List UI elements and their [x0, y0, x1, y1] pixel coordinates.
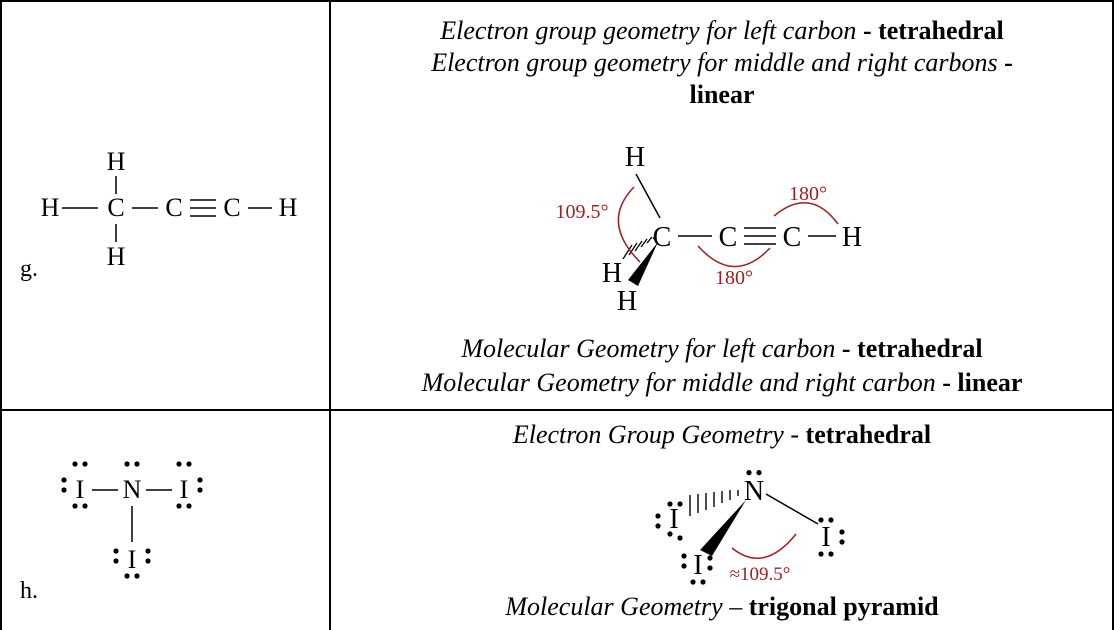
lewis-g-h-right: H: [279, 193, 298, 222]
model-g-angle-tetra: 109.5°: [556, 201, 609, 223]
model-h-bond-right: [765, 493, 819, 525]
model-g-angle-top: 180°: [789, 183, 827, 205]
row-h-caption-2: Molecular Geometry – trigonal pyramid: [505, 592, 939, 621]
lewis-g-c2: C: [165, 193, 182, 222]
model-g-h-dash: H: [602, 258, 622, 289]
model-h-wedge-bond: [700, 500, 746, 556]
table-border-top: [0, 0, 1114, 2]
table-column-divider: [329, 0, 331, 630]
row-h-label: h.: [20, 578, 38, 604]
model-g-angle-bottom: 180°: [715, 267, 753, 289]
row-h-3d-model: N I I I ≈109.5°: [655, 470, 845, 585]
table-row-divider: [0, 409, 1114, 411]
model-g-c-mid: C: [719, 222, 738, 253]
lewis-h-lone-pairs: [61, 461, 203, 579]
model-h-hashed-bond: [689, 490, 739, 516]
model-g-arc-top: [773, 202, 839, 225]
lewis-g-h-left: H: [41, 193, 60, 222]
row-g-label: g.: [20, 256, 38, 282]
table-border-left: [0, 0, 2, 630]
row-g-caption-2: Electron group geometry for middle and r…: [431, 48, 1013, 77]
model-h-lone-pairs: [655, 470, 845, 585]
row-g-caption-3: linear: [689, 80, 755, 109]
model-h-angle: ≈109.5°: [730, 564, 791, 585]
row-h-caption-1: Electron Group Geometry - tetrahedral: [512, 420, 932, 449]
model-g-c-right: C: [783, 222, 802, 253]
lewis-g-c1: C: [107, 193, 124, 222]
model-h-arc: [731, 533, 797, 559]
row-g-caption-1: Electron group geometry for left carbon …: [440, 16, 1004, 45]
row-g-3d-model: H C C C H H H: [556, 142, 863, 317]
lewis-g-h-bottom: H: [107, 242, 126, 271]
model-g-h-right: H: [842, 222, 862, 253]
model-h-i-bottom: I: [693, 550, 702, 581]
lewis-h-i-right: I: [180, 475, 189, 504]
lewis-g-c3: C: [223, 193, 240, 222]
row-g-lewis-structure: H H C C C H H: [41, 147, 298, 271]
model-h-i-right: I: [821, 522, 830, 553]
row-g-caption-5: Molecular Geometry for middle and right …: [421, 368, 1023, 397]
model-g-h-wedge: H: [617, 286, 637, 317]
lewis-h-i-left: I: [76, 475, 85, 504]
model-g-arc-bottom: [697, 245, 771, 268]
model-g-bond-up: [635, 173, 661, 219]
model-h-n: N: [744, 476, 764, 507]
lewis-h-n: N: [123, 475, 142, 504]
model-h-i-left: I: [669, 504, 678, 535]
lewis-g-h-top: H: [107, 147, 126, 176]
row-h-lewis-structure: I N I I: [61, 461, 203, 579]
lewis-h-i-bottom: I: [128, 545, 137, 574]
model-g-arc-tetra: [617, 186, 641, 263]
table-border-right: [1112, 0, 1114, 630]
model-g-wedge-bond: [628, 242, 658, 286]
model-g-h-up: H: [625, 142, 645, 173]
model-g-c-left: C: [653, 222, 672, 253]
row-g-caption-4: Molecular Geometry for left carbon - tet…: [461, 334, 983, 363]
model-g-hashed-bond: [622, 234, 657, 260]
